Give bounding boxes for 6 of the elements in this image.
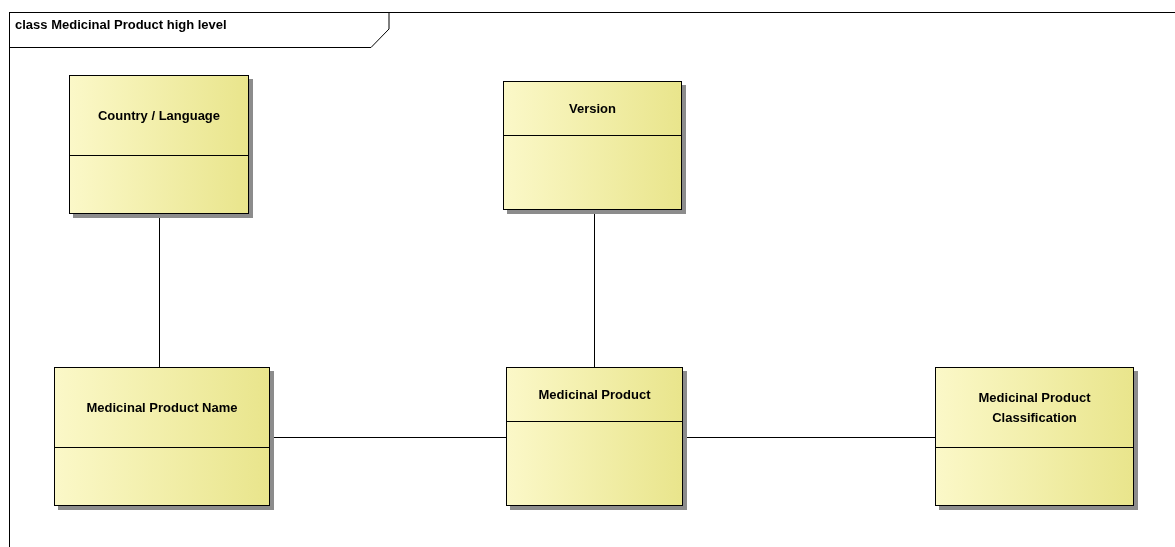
diagram-title: class Medicinal Product high level <box>15 17 227 32</box>
class-name: Medicinal Product <box>538 385 651 404</box>
class-name: Medicinal Product Classification <box>977 388 1092 427</box>
class-name: Country / Language <box>97 106 221 125</box>
class-name: Medicinal Product Name <box>86 398 238 417</box>
class-name: Version <box>569 99 616 118</box>
